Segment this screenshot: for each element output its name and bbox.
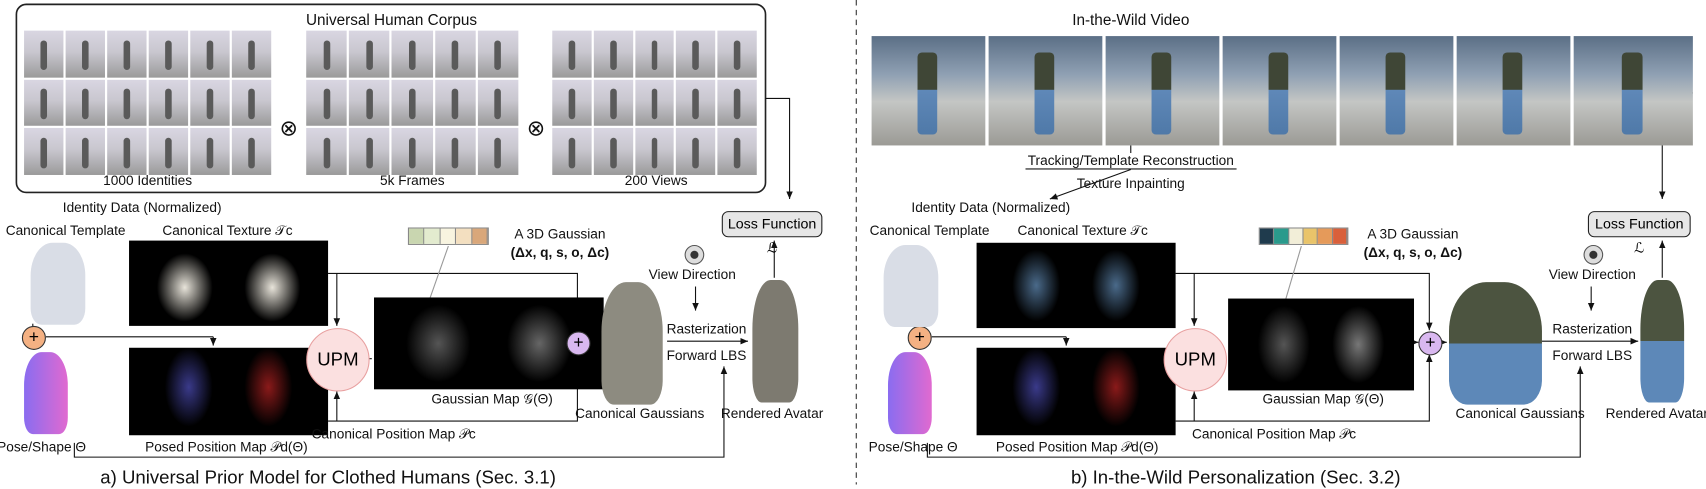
rendered-avatar-figure — [752, 279, 799, 403]
gaussian-attribute-cell — [1259, 228, 1275, 244]
label-identities: 1000 Identities — [103, 172, 193, 189]
plus-orange-icon: + — [21, 325, 46, 350]
gaussian-attribute-cell — [1274, 228, 1289, 244]
canonical-texture-image — [129, 240, 329, 326]
gaussian-map-image — [1228, 298, 1415, 391]
canonical-template-label: Canonical Template — [5, 223, 126, 239]
gaussian-attribute-cell — [1332, 228, 1348, 244]
pose-shape-figure — [887, 352, 932, 435]
gaussian-map-image — [374, 297, 604, 390]
canonical-position-map-label: Canonical Position Map 𝒫c — [1191, 426, 1357, 442]
gaussian-attribute-cell — [424, 228, 441, 244]
label-frames: 5k Frames — [379, 172, 445, 189]
gaussian-params-label: (Δx, q, s, o, Δc) — [510, 244, 610, 261]
caption-b: b) In-the-Wild Personalization (Sec. 3.2… — [1070, 466, 1401, 488]
gaussian-attribute-bar — [407, 227, 489, 245]
posed-position-map-label: Posed Position Map 𝒫d(Θ) — [145, 439, 308, 455]
gaussian-attribute-cell — [440, 228, 457, 244]
gaussian-attribute-cell — [456, 228, 473, 244]
canonical-texture-label: Canonical Texture 𝒯c — [162, 223, 293, 239]
canonical-template-figure — [883, 244, 939, 327]
pose-shape-figure — [24, 352, 68, 435]
rasterization-label: Rasterization — [1552, 321, 1633, 337]
gaussian-attribute-cell — [472, 228, 488, 244]
loss-function-box: Loss Function ℒ — [1587, 211, 1691, 256]
tracking-label: Tracking/Template Reconstruction — [1025, 153, 1237, 170]
canonical-template-label: Canonical Template — [869, 223, 990, 239]
gaussian-attribute-bar — [1258, 227, 1349, 245]
label-views: 200 Views — [624, 172, 688, 189]
identity-data-label: Identity Data (Normalized) — [62, 200, 222, 216]
rendered-avatar-label: Rendered Avatar — [720, 405, 824, 422]
canonical-texture-image — [976, 242, 1176, 329]
identity-data-label: Identity Data (Normalized) — [911, 200, 1071, 216]
pose-shape-label: Pose/Shape Θ — [868, 439, 958, 455]
posed-position-map-label: Posed Position Map 𝒫d(Θ) — [995, 439, 1159, 455]
frames-grid — [306, 30, 519, 175]
video-frame — [1456, 36, 1571, 146]
pose-shape-label: Pose/Shape Θ — [0, 439, 87, 455]
canonical-gaussians-label: Canonical Gaussians — [575, 405, 705, 422]
canonical-gaussians-figure — [601, 282, 663, 405]
a-3d-gaussian-label: A 3D Gaussian — [1367, 226, 1459, 242]
forward-lbs-label: Forward LBS — [1552, 347, 1633, 364]
a-3d-gaussian-label: A 3D Gaussian — [514, 226, 606, 242]
video-frame — [1222, 36, 1337, 146]
video-frame — [1573, 36, 1693, 146]
gaussian-attribute-cell — [409, 228, 425, 244]
times-icon: ⊗ — [279, 117, 298, 142]
posed-position-map-image — [129, 347, 329, 436]
gaussian-attribute-cell — [1303, 228, 1319, 244]
canonical-texture-label: Canonical Texture 𝒯c — [1017, 223, 1148, 239]
video-frame — [871, 36, 986, 146]
camera-icon — [684, 244, 705, 265]
view-direction-label: View Direction — [648, 266, 736, 283]
gaussian-params-label: (Δx, q, s, o, Δc) — [1363, 244, 1463, 261]
canonical-gaussians-label: Canonical Gaussians — [1455, 405, 1585, 422]
canonical-position-map-label: Canonical Position Map 𝒫c — [311, 426, 476, 442]
view-direction-label: View Direction — [1548, 266, 1636, 283]
canonical-template-figure — [30, 242, 86, 325]
posed-position-map-image — [976, 347, 1176, 436]
texture-inpainting-label: Texture Inpainting — [1076, 176, 1185, 192]
corpus-title: Universal Human Corpus — [305, 10, 478, 29]
video-frame — [1105, 36, 1220, 146]
identities-grid — [24, 30, 272, 175]
plus-purple-icon: + — [1418, 331, 1443, 356]
gaussian-map-label: Gaussian Map 𝒢(Θ) — [431, 391, 553, 407]
video-frame — [988, 36, 1103, 146]
plus-purple-icon: + — [566, 331, 591, 356]
loss-function-box: Loss Function ℒ — [721, 211, 823, 256]
canonical-gaussians-figure — [1449, 282, 1542, 405]
rasterization-label: Rasterization — [666, 321, 747, 337]
rendered-avatar-label: Rendered Avatar — [1605, 405, 1706, 422]
video-title: In-the-Wild Video — [1072, 10, 1190, 29]
gaussian-attribute-cell — [1318, 228, 1333, 244]
gaussian-map-label: Gaussian Map 𝒢(Θ) — [1262, 391, 1384, 407]
forward-lbs-label: Forward LBS — [666, 347, 747, 364]
views-grid — [552, 30, 757, 175]
video-frame — [1339, 36, 1454, 146]
camera-icon — [1583, 244, 1604, 265]
upm-node: UPM — [1163, 328, 1228, 392]
plus-orange-icon: + — [907, 325, 932, 350]
times-icon: ⊗ — [526, 117, 546, 142]
rendered-avatar-figure — [1640, 279, 1685, 403]
gaussian-attribute-cell — [1288, 228, 1304, 244]
upm-node: UPM — [306, 328, 370, 392]
caption-a: a) Universal Prior Model for Clothed Hum… — [100, 466, 556, 488]
